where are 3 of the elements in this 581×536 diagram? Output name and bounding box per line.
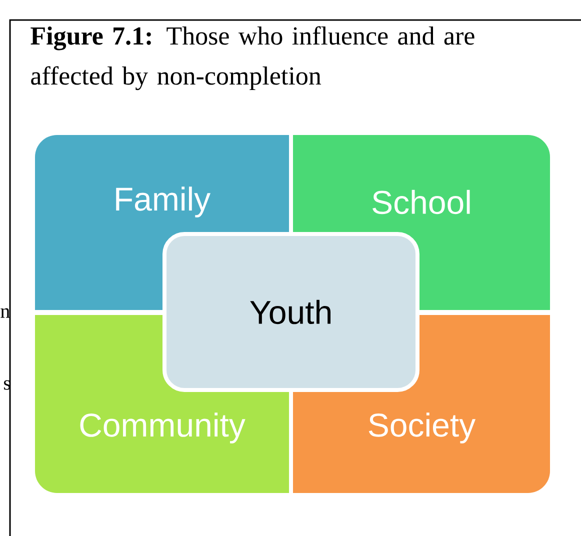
figure-title: Figure 7.1: Those who influence and are affected by non-completion (30, 26, 474, 90)
center-box: Youth (162, 232, 420, 392)
text-fragment: n (0, 308, 10, 318)
